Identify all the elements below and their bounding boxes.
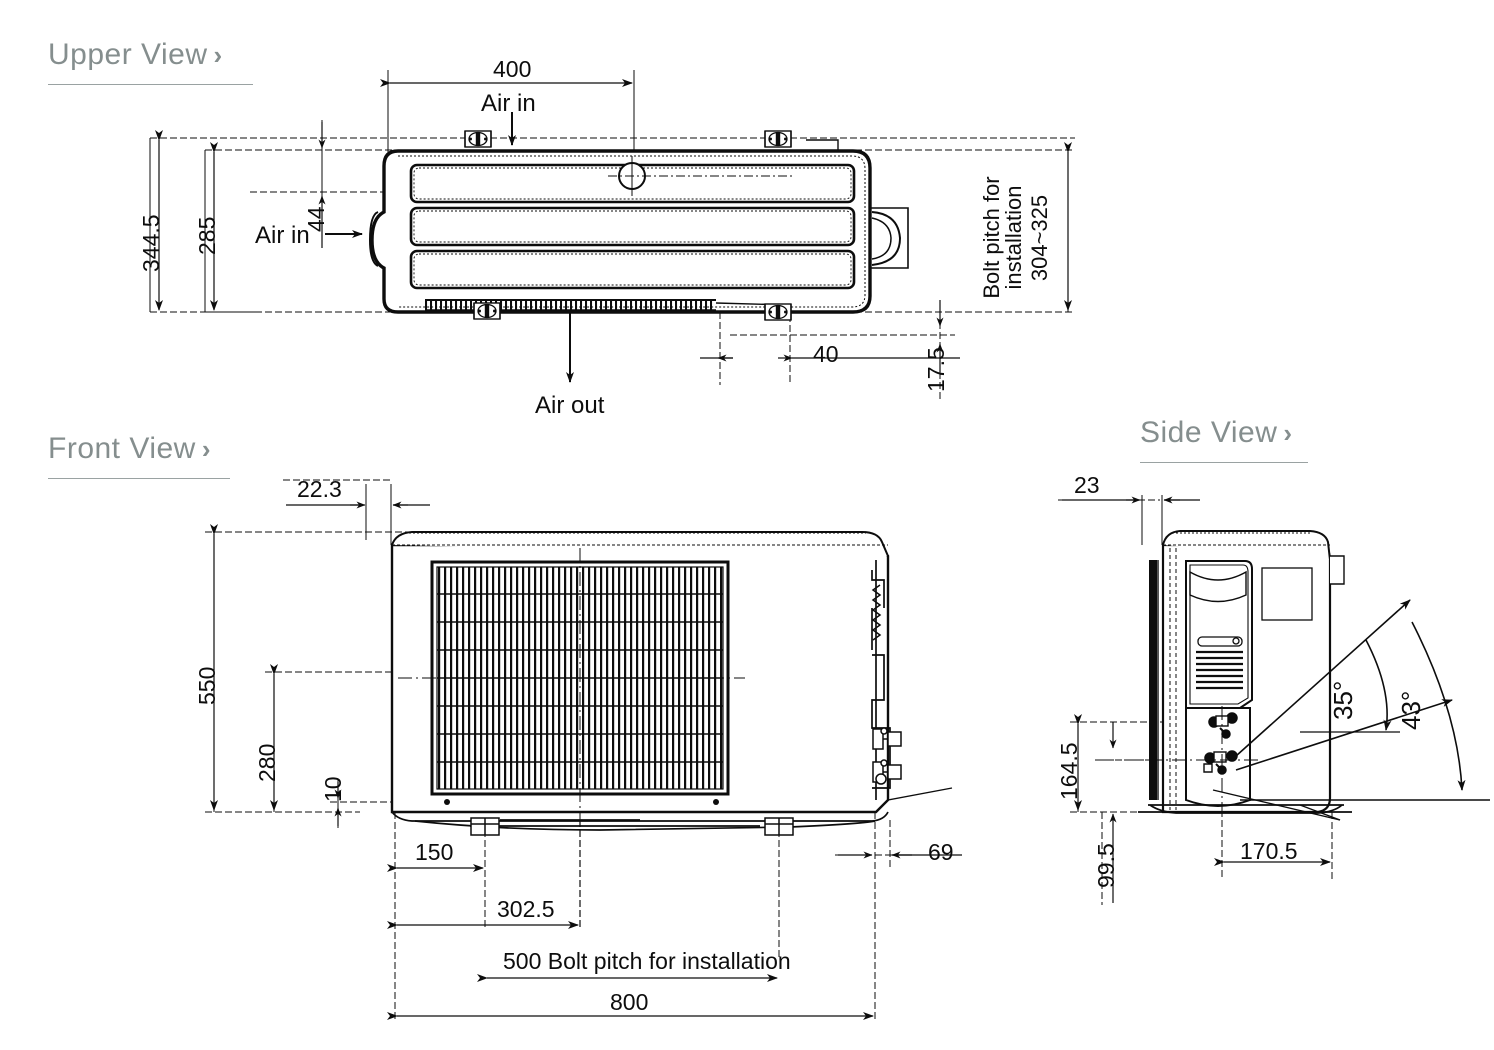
- front-corrugated-seal: [871, 584, 882, 641]
- dim-22p3: 22.3: [297, 476, 342, 502]
- side-service-box: [1261, 567, 1313, 621]
- side-view-underline: [1140, 462, 1308, 463]
- side-valve-lower: [1203, 750, 1238, 775]
- side-compartment: [1185, 560, 1253, 709]
- dim-10: 10: [320, 776, 346, 802]
- upper-left-grip: [368, 211, 379, 267]
- upper-view-geometry: [149, 70, 1075, 400]
- upper-foot-rear-left: [473, 302, 501, 320]
- dim-69: 69: [928, 839, 954, 865]
- side-rear-tab: [1330, 555, 1345, 585]
- dim-400: 400: [493, 56, 532, 82]
- upper-foot-front-left: [464, 130, 492, 148]
- label-bolt-pitch-upper-l2: installation: [1001, 185, 1026, 290]
- dim-40: 40: [813, 341, 839, 367]
- front-screw-left: [444, 799, 450, 805]
- side-top-cap: [1162, 530, 1331, 561]
- label-air-in-top: Air in: [481, 90, 536, 117]
- upper-view-title-text: Upper View: [48, 38, 208, 71]
- front-view-title-text: Front View: [48, 432, 196, 465]
- upper-body-outline: [370, 149, 872, 314]
- dim-angle-35: 35°: [1328, 680, 1358, 720]
- dim-23: 23: [1074, 472, 1100, 498]
- dim-280: 280: [254, 743, 280, 782]
- front-base: [391, 811, 889, 831]
- upper-view-title: Upper View›: [48, 38, 223, 72]
- side-valve-upper: [1208, 712, 1238, 739]
- side-coil-mass: [1149, 560, 1157, 800]
- dim-285: 285: [194, 216, 220, 255]
- side-base: [1138, 804, 1352, 814]
- dim-170p5: 170.5: [1240, 838, 1298, 864]
- front-view-underline: [48, 478, 230, 479]
- dim-bolt-pitch-upper-value: 304~325: [1027, 194, 1052, 282]
- side-top-louvre: [1189, 570, 1247, 603]
- dim-550: 550: [194, 666, 220, 705]
- upper-foot-front-right: [764, 130, 792, 148]
- angle-arc-35: [1365, 639, 1392, 731]
- front-foot-left: [470, 817, 500, 836]
- upper-view-underline: [48, 84, 253, 85]
- dim-344p5: 344.5: [138, 214, 164, 272]
- front-screw-right: [713, 799, 719, 805]
- chevron-right-icon: ›: [213, 40, 223, 70]
- upper-center-hole: [608, 156, 795, 196]
- dim-302p5: 302.5: [497, 896, 555, 922]
- upper-foot-rear-right: [764, 303, 792, 321]
- dim-99p5: 99.5: [1093, 843, 1119, 888]
- angle-construction: [1235, 599, 1490, 801]
- label-air-in-side: Air in: [255, 222, 310, 249]
- side-view-title: Side View›: [1140, 416, 1293, 450]
- upper-rear-tab: [806, 139, 839, 151]
- front-view-geometry: [205, 479, 962, 1020]
- dim-17p5: 17.5: [923, 347, 949, 392]
- dim-800: 800: [610, 989, 649, 1015]
- label-air-out: Air out: [535, 392, 605, 419]
- front-bottom-dimensions: [387, 820, 962, 1020]
- dim-500-bolt-pitch: 500 Bolt pitch for installation: [503, 948, 791, 974]
- angle-arc-43: [1411, 621, 1466, 791]
- side-view-geometry: [1058, 495, 1490, 905]
- front-valve-upper: [872, 727, 902, 750]
- front-valve-lower: [872, 759, 902, 785]
- dim-150: 150: [415, 839, 454, 865]
- side-view-title-text: Side View: [1140, 416, 1278, 449]
- front-foot-right: [764, 817, 794, 836]
- dim-164p5: 164.5: [1056, 742, 1082, 800]
- upper-body-inner-edge: [398, 155, 866, 308]
- upper-pipe-cover: [869, 207, 909, 269]
- front-top-cap: [391, 531, 889, 557]
- front-view-title: Front View›: [48, 432, 211, 466]
- chevron-right-icon: ›: [201, 434, 212, 464]
- chevron-right-icon: ›: [1283, 418, 1293, 448]
- side-compressor-stack: [1196, 636, 1243, 690]
- dim-angle-43: 43°: [1396, 690, 1426, 730]
